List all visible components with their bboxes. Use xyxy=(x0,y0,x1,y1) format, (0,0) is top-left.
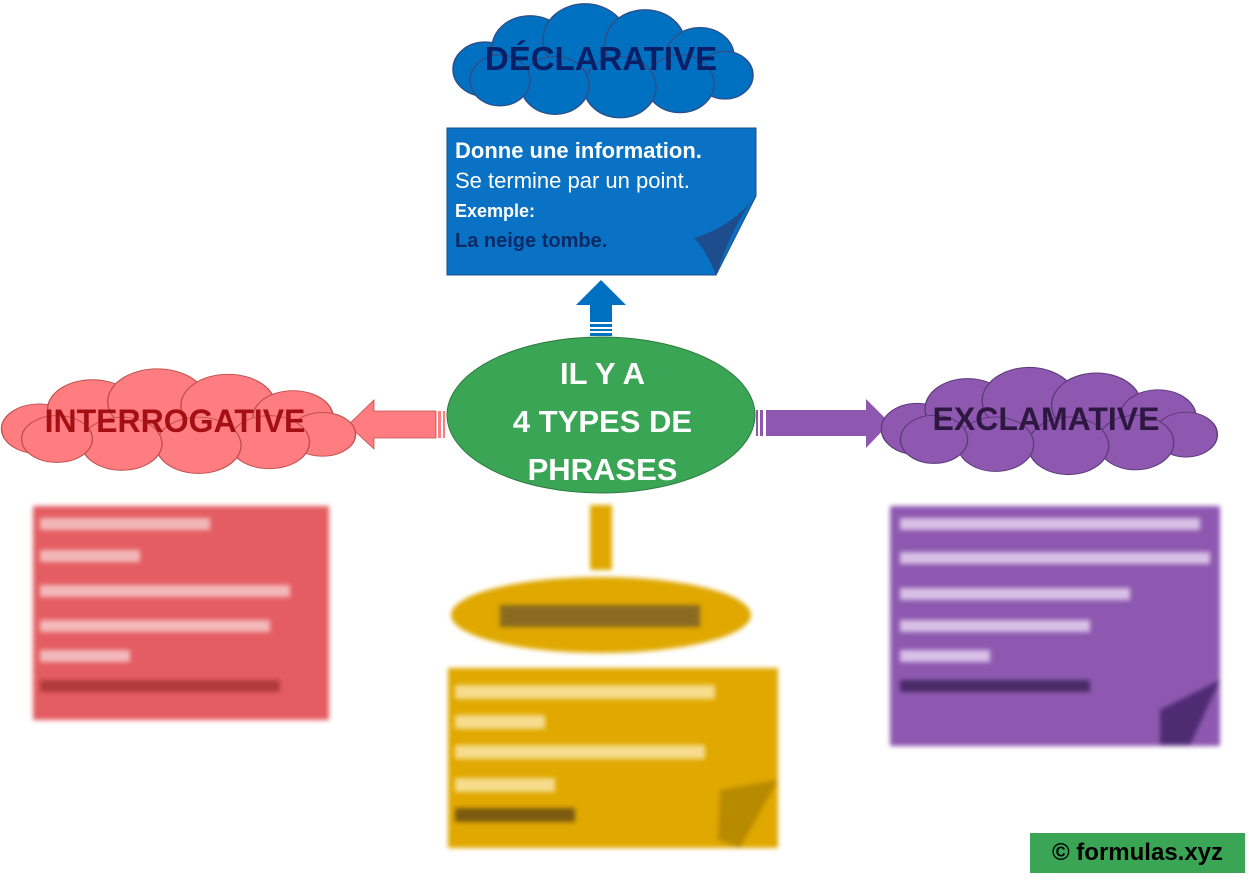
center-title: IL Y A 4 TYPES DE PHRASES xyxy=(460,350,745,494)
declarative-title: DÉCLARATIVE xyxy=(484,40,718,77)
left-arrow xyxy=(347,399,445,450)
obscured-exclamative-note xyxy=(890,506,1220,746)
copyright-badge: © formulas.xyz xyxy=(1030,833,1245,873)
up-arrow xyxy=(576,280,626,336)
right-arrow xyxy=(756,399,890,448)
declarative-example-label: Exemple: xyxy=(455,201,536,221)
center-line: PHRASES xyxy=(527,452,678,487)
interrogative-title: INTERROGATIVE xyxy=(44,403,306,439)
declarative-line-2: Se termine par un point. xyxy=(455,168,690,193)
declarative-line-1: Donne une information. xyxy=(455,138,702,163)
declarative-note-curl xyxy=(694,196,756,275)
center-line: 4 TYPES DE xyxy=(512,404,693,439)
center-line: IL Y A xyxy=(559,356,645,391)
obscured-interrogative-note xyxy=(33,506,329,720)
declarative-example: La neige tombe. xyxy=(455,230,608,252)
center-ellipse xyxy=(446,336,756,494)
declarative-note-text: Donne une information. Se termine par un… xyxy=(455,136,702,256)
obscured-imperative-group xyxy=(448,505,778,848)
exclamative-title: EXCLAMATIVE xyxy=(932,401,1160,437)
declarative-note xyxy=(446,127,757,276)
